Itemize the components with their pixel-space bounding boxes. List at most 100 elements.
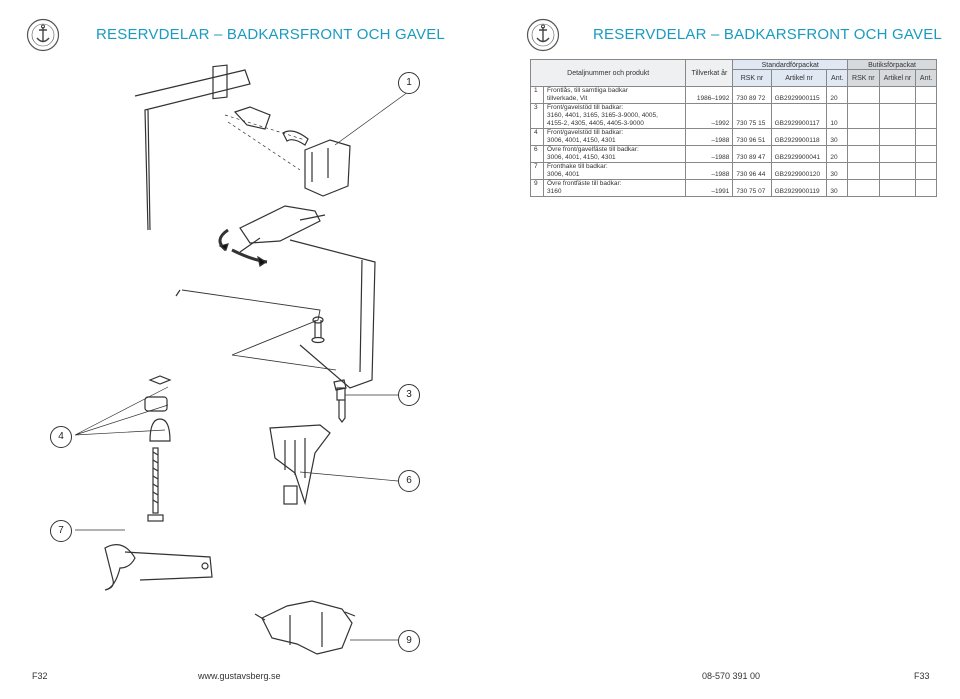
row-description: Front/gavelstöd till badkar:3006, 4001, … — [542, 128, 687, 146]
row-rsk: 730 89 72 — [732, 86, 772, 104]
row-article: GB2929900117 — [770, 103, 828, 129]
row-article: GB2929900120 — [770, 162, 828, 180]
row-number: 9 — [530, 179, 544, 197]
row-article-store — [878, 86, 917, 104]
row-description: Övre frontfäste till badkar:3160 — [542, 179, 687, 197]
row-year: –1992 — [685, 103, 734, 129]
col-article-store: Artikel nr — [878, 69, 917, 87]
row-qty: 30 — [826, 179, 849, 197]
row-article-store — [878, 162, 917, 180]
desc-line: Övre front/gavelfäste till badkar: — [547, 146, 639, 153]
row-rsk: 730 75 15 — [732, 103, 772, 129]
row-number: 4 — [530, 128, 544, 146]
page-number: F33 — [914, 671, 930, 681]
row-year: –1988 — [685, 145, 734, 163]
callout-1: 1 — [398, 72, 420, 94]
row-article: GB2929900115 — [770, 86, 828, 104]
right-page: RESERVDELAR – BADKARSFRONT OCH GAVEL Det… — [480, 0, 960, 699]
row-article-store — [878, 145, 917, 163]
desc-line: 4155-2, 4305, 4405, 4405-3-9000 — [547, 120, 644, 127]
row-article: GB2929900119 — [770, 179, 828, 197]
col-rsk: RSK nr — [732, 69, 772, 87]
row-article-store — [878, 103, 917, 129]
group-standard: Standardförpackat — [732, 58, 849, 71]
exploded-parts-drawing — [74, 64, 409, 655]
callout-3: 3 — [398, 384, 420, 406]
row-year: –1991 — [685, 179, 734, 197]
page-title: RESERVDELAR – BADKARSFRONT OCH GAVEL — [96, 26, 445, 43]
table-row: 3 Front/gavelstöd till badkar:3160, 4401… — [530, 103, 937, 129]
row-description: Övre front/gavelfäste till badkar:3006, … — [542, 145, 687, 163]
left-page: RESERVDELAR – BADKARSFRONT OCH GAVEL — [26, 18, 445, 681]
desc-line: Övre frontfäste till badkar: — [547, 180, 622, 187]
page-number: F32 — [32, 671, 48, 681]
row-rsk: 730 96 44 — [732, 162, 772, 180]
phone-number: 08-570 391 00 — [702, 671, 761, 681]
row-number: 7 — [530, 162, 544, 180]
row-rsk-store — [847, 103, 880, 129]
table-row: 6 Övre front/gavelfäste till badkar:3006… — [530, 145, 937, 163]
row-article-store — [878, 128, 917, 146]
row-rsk: 730 75 07 — [732, 179, 772, 197]
row-qty: 20 — [826, 145, 849, 163]
page-title: RESERVDELAR – BADKARSFRONT OCH GAVEL — [593, 26, 942, 43]
col-rsk-store: RSK nr — [847, 69, 880, 87]
row-number: 1 — [530, 86, 544, 104]
table-row: 4 Front/gavelstöd till badkar:3006, 4001… — [530, 128, 937, 146]
row-qty-store — [915, 86, 937, 104]
callout-4: 4 — [50, 426, 72, 448]
col-part: Detaljnummer och produkt — [529, 59, 687, 87]
row-rsk-store — [847, 128, 880, 146]
col-qty-store: Ant. — [915, 69, 937, 87]
row-article: GB2929900118 — [770, 128, 828, 146]
row-qty: 10 — [826, 103, 849, 129]
row-qty-store — [915, 103, 937, 129]
desc-line: Front/gavelstöd till badkar: — [547, 104, 624, 111]
row-rsk-store — [847, 179, 880, 197]
row-number: 3 — [530, 103, 544, 129]
group-store: Butiksförpackat — [847, 58, 937, 71]
desc-line: tillverkade, Vit — [547, 95, 588, 102]
row-qty: 30 — [826, 128, 849, 146]
desc-line: Fronthake till badkar: — [547, 163, 608, 170]
row-rsk-store — [847, 162, 880, 180]
row-qty-store — [915, 128, 937, 146]
row-article: GB2929900041 — [770, 145, 828, 163]
callout-7: 7 — [50, 520, 72, 542]
row-year: –1988 — [685, 162, 734, 180]
row-description: Front/gavelstöd till badkar:3160, 4401, … — [542, 103, 687, 129]
row-rsk-store — [847, 86, 880, 104]
website-link[interactable]: www.gustavsberg.se — [198, 671, 281, 681]
col-year: Tillverkat år — [685, 59, 734, 87]
row-qty-store — [915, 145, 937, 163]
desc-line: 3006, 4001, 4150, 4301 — [547, 137, 616, 144]
row-number: 6 — [530, 145, 544, 163]
table-row: 9 Övre frontfäste till badkar:3160 –1991… — [530, 179, 937, 197]
desc-line: 3006, 4001 — [547, 171, 580, 178]
row-year: 1986–1992 — [685, 86, 734, 104]
row-description: Fronthake till badkar:3006, 4001 — [542, 162, 687, 180]
desc-line: Frontlås, till samtliga badkar — [547, 87, 628, 94]
desc-line: Front/gavelstöd till badkar: — [547, 129, 624, 136]
row-qty: 20 — [826, 86, 849, 104]
gustavsberg-logo — [26, 18, 60, 52]
row-qty-store — [915, 162, 937, 180]
row-rsk: 730 96 51 — [732, 128, 772, 146]
row-rsk: 730 89 47 — [732, 145, 772, 163]
desc-line: 3160 — [547, 188, 562, 195]
col-qty: Ant. — [826, 69, 849, 87]
row-qty-store — [915, 179, 937, 197]
row-article-store — [878, 179, 917, 197]
parts-table: Detaljnummer och produkt Tillverkat år S… — [529, 58, 937, 197]
row-year: –1988 — [685, 128, 734, 146]
table-row: 7 Fronthake till badkar:3006, 4001 –1988… — [530, 162, 937, 180]
desc-line: 3006, 4001, 4150, 4301 — [547, 154, 616, 161]
gustavsberg-logo — [526, 18, 560, 52]
callout-9: 9 — [398, 630, 420, 652]
desc-line: 3160, 4401, 3165, 3165-3-9000, 4005, — [547, 112, 658, 119]
row-rsk-store — [847, 145, 880, 163]
col-article: Artikel nr — [770, 69, 828, 87]
callout-6: 6 — [398, 470, 420, 492]
